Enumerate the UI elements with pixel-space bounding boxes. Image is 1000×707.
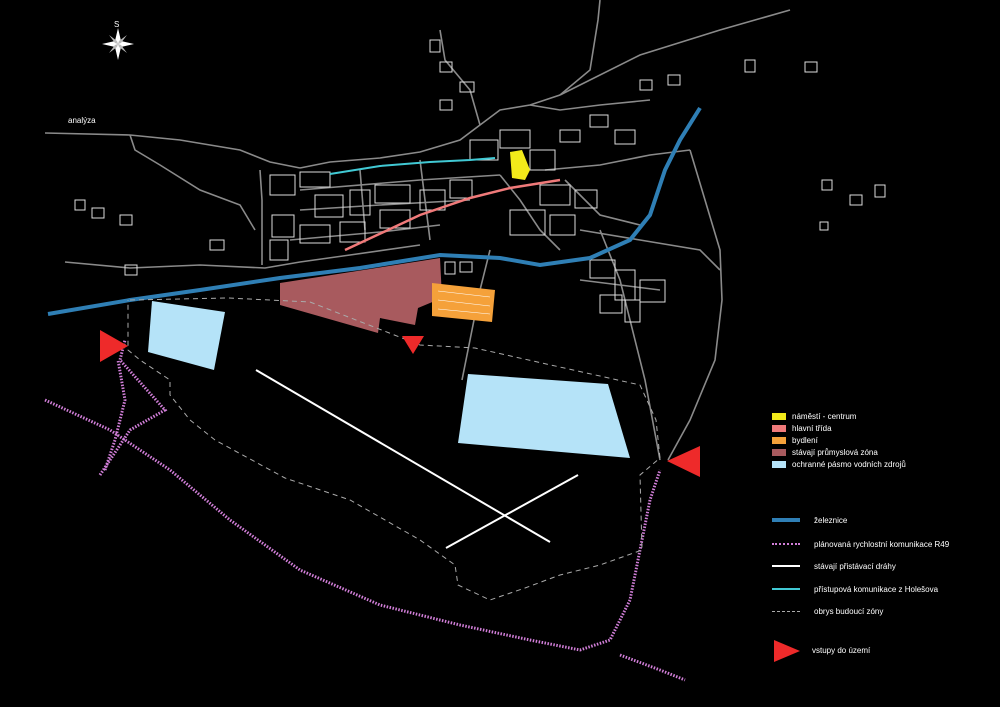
runways xyxy=(255,369,579,549)
legend-line-swatch xyxy=(772,543,800,545)
legend-item: náměstí - centrum xyxy=(772,410,856,422)
legend-item: bydlení xyxy=(772,434,818,446)
legend-line-swatch xyxy=(772,565,800,567)
legend-label: stávají průmyslová zóna xyxy=(792,447,878,457)
entry-arrows xyxy=(100,330,700,477)
legend-swatch xyxy=(772,460,786,468)
road-network xyxy=(44,0,791,461)
railway xyxy=(47,106,702,316)
legend-item: obrys budoucí zóny xyxy=(772,605,883,617)
legend-item: plánovaná rychlostní komunikace R49 xyxy=(772,538,949,550)
legend-item: stávají průmyslová zóna xyxy=(772,446,878,458)
legend-label: náměstí - centrum xyxy=(792,411,857,421)
legend-item: vstupy do území xyxy=(772,638,870,662)
legend-label: přístupová komunikace z Holešova xyxy=(814,584,939,594)
access-road xyxy=(329,157,496,175)
legend-label: hlavní třída xyxy=(792,423,832,433)
legend-swatch xyxy=(772,412,786,420)
legend-item: přístupová komunikace z Holešova xyxy=(772,583,938,595)
legend-label: železnice xyxy=(814,515,848,525)
legend-item: železnice xyxy=(772,514,847,526)
housing-zone xyxy=(432,283,495,322)
legend-item: hlavní třída xyxy=(772,422,832,434)
legend-label: vstupy do území xyxy=(812,645,871,655)
legend-label: plánovaná rychlostní komunikace R49 xyxy=(814,539,950,549)
analysis-label: analýza xyxy=(68,116,96,125)
legend-line-swatch xyxy=(772,588,800,590)
entry-arrow-icon xyxy=(774,640,800,662)
main-street xyxy=(344,178,561,252)
town-square xyxy=(510,150,530,180)
planned-expressway xyxy=(44,339,686,682)
legend-line-swatch xyxy=(772,518,800,522)
legend-item: stávají přistávací dráhy xyxy=(772,560,896,572)
industrial-zone xyxy=(280,258,442,333)
water-protection-zone xyxy=(148,301,225,370)
legend-item: ochranné pásmo vodních zdrojů xyxy=(772,458,906,470)
legend-swatch xyxy=(772,424,786,432)
compass-icon xyxy=(102,28,134,60)
legend-swatch xyxy=(772,436,786,444)
legend-label: bydlení xyxy=(792,435,818,445)
building-blocks xyxy=(74,39,886,323)
legend-label: stávají přistávací dráhy xyxy=(814,561,896,571)
legend-swatch xyxy=(772,448,786,456)
water-protection-zone xyxy=(458,374,630,458)
future-zone-outline xyxy=(127,297,661,601)
legend-line-swatch xyxy=(772,610,800,612)
north-label: S xyxy=(114,20,120,29)
legend-label: obrys budoucí zóny xyxy=(814,606,884,616)
legend-label: ochranné pásmo vodních zdrojů xyxy=(792,459,906,469)
